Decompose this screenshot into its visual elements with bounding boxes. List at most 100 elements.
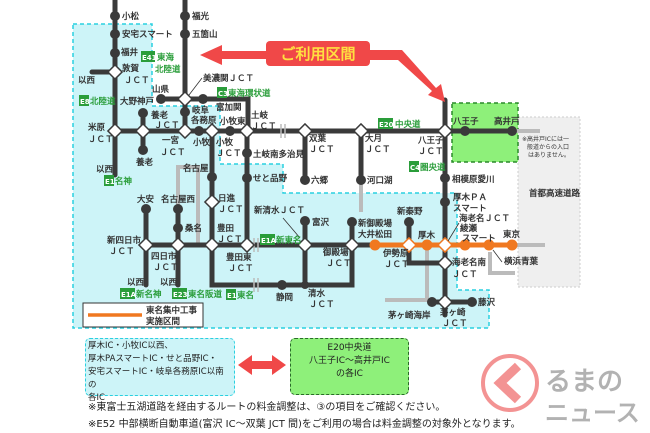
label-komaki: 小牧: [192, 137, 211, 148]
label-oimatsuda: 大井松田: [358, 229, 392, 240]
badge-e1a: E1A: [261, 237, 277, 245]
shutoko-area: [517, 116, 581, 288]
label-onokobe: 大野神戸: [120, 96, 155, 107]
label-komakihigashi: 小牧東: [219, 116, 246, 127]
label-ebinaminami: 海老名南: [452, 257, 487, 268]
label-tomikaseki: 富加関: [216, 102, 242, 113]
label-isei-1: 以西: [78, 76, 96, 86]
label-ebinaminami-jct: ＪＣＴ: [452, 269, 478, 280]
label-yokkaichi-jct: ＪＣＴ: [153, 262, 179, 273]
label-tomizawa: 富沢: [312, 217, 330, 228]
label-shinyokkaichi: 新四日市: [107, 235, 142, 246]
label-yokohama: 横浜青葉: [503, 256, 539, 267]
double-arrow-icon: [238, 355, 286, 375]
label-tokiminami: 土岐南多治見: [253, 149, 305, 160]
label-tokyo: 東京: [503, 229, 521, 240]
label-yoro-jct-2: ＪＣＴ: [154, 120, 180, 131]
label-atsugipa: 厚木ＰＡ: [453, 192, 487, 203]
left-box-line: 厚木IC・小牧IC以西、: [88, 341, 173, 351]
route-badges: E41 東海 北陸道 E8 北陸道 C3 東海環状道 E1 名神 E1A 新東名…: [79, 51, 446, 301]
badge-e1-2: E1: [227, 292, 237, 300]
callout-label: ご利用区間: [280, 45, 355, 63]
right-box-line: E20中央道: [327, 343, 372, 353]
label-shimizu-jct: ＪＣＴ: [309, 299, 335, 310]
label-shinyokkaichi-jct: ＪＣＴ: [109, 246, 135, 257]
label-nisshin: 日進: [218, 193, 236, 204]
legend-label-2: 実施区間: [146, 316, 180, 327]
label-ichinomiya-jct: ＪＣＴ: [160, 147, 186, 158]
label-toki: 土岐: [251, 110, 269, 121]
route-name-c4: 圏央道: [420, 162, 446, 173]
label-hachioji: 八王子: [452, 117, 479, 127]
label-toyotahigashi-jct: ＪＣＴ: [228, 263, 254, 274]
label-toyota: 豊田: [217, 223, 234, 234]
label-otsuki: 大月: [365, 133, 382, 144]
route-name-e41-2: 北陸道: [155, 64, 181, 75]
label-maibara: 米原: [88, 122, 106, 133]
label-yokkaichi: 四日市: [151, 251, 177, 262]
label-toyota-jct: ＪＣＴ: [217, 234, 243, 245]
label-nagoya: 名古屋: [183, 163, 209, 174]
label-komaki-jct-2: ＪＣＴ: [216, 148, 242, 159]
badge-e23: E23: [173, 291, 188, 299]
label-kawaguchiko: 河口湖: [367, 175, 393, 186]
left-box-line: 各IC: [88, 393, 105, 403]
leader-lines: [188, 77, 503, 263]
label-rokugo: 六郷: [311, 175, 329, 186]
route-name-e1-2: 東名: [237, 290, 254, 301]
badge-e8: E8: [80, 98, 90, 106]
label-ichinomiya: 一宮: [162, 135, 180, 146]
label-nisshin-jct: ＪＣＴ: [218, 204, 244, 215]
kuruma-news-logo: るまの ニュース: [481, 354, 640, 427]
label-tsuruga: 敦賀: [122, 63, 140, 74]
badge-e41: E41: [142, 54, 157, 62]
badge-e1: E1: [105, 178, 115, 186]
label-minoseki: 美濃関ＪＣＴ: [203, 73, 254, 84]
logo-text-2: ニュース: [545, 399, 640, 427]
label-komaki-jct: 小牧: [215, 137, 234, 148]
badge-e1a-2: E1A: [121, 291, 137, 299]
left-box-line: 厚木PAスマートIC・せと品野IC・: [88, 354, 218, 364]
route-name-e1: 名神: [115, 176, 133, 187]
label-fujisawa: 藤沢: [477, 297, 496, 308]
label-maibara-jct: ＪＣＴ: [88, 134, 114, 145]
note-1: ※東富士五湖道路を経由するルートの料金調整は、③の項目をご確認ください。: [88, 402, 446, 413]
label-gotemba-jct: ＪＣＴ: [326, 258, 352, 269]
label-fukumitsu: 福光: [191, 11, 210, 22]
label-ayase: 綾瀬: [460, 223, 478, 234]
route-name-e8: 北陸道: [90, 96, 116, 107]
label-ebina-jct: 海老名ＪＣＴ: [459, 213, 510, 224]
right-box-line: の各IC: [336, 369, 363, 379]
takaido-note-1: ※高井戸ICには一: [522, 135, 569, 143]
label-yamagata: 山県: [152, 84, 170, 95]
label-kuwana: 桑名: [184, 223, 202, 234]
label-nagoyanishi: 名古屋西: [161, 194, 196, 205]
label-isehara: 伊勢原: [382, 248, 409, 259]
label-shimizu: 清水: [308, 288, 326, 299]
legend: 東名集中工事 実施区間: [82, 302, 204, 328]
label-yoro: 養老: [135, 157, 154, 168]
label-hachioji-jct-2: ＪＣＴ: [418, 146, 444, 157]
label-chigasaki-jct: ＪＣＴ: [442, 318, 468, 329]
label-ataka: 安宅スマート: [122, 29, 173, 40]
badge-c3: C3: [218, 90, 228, 98]
route-name-c3: 東海環状道: [228, 88, 271, 99]
route-name-e1a: 新東名: [276, 235, 302, 246]
usage-section-callout: ご利用区間: [200, 41, 445, 102]
label-toyotahigashi: 豊田東: [226, 252, 252, 263]
label-fukui: 福井: [120, 47, 139, 58]
route-name-e20: 中央道: [395, 119, 421, 130]
label-chigasaki: 茅ヶ崎: [439, 307, 466, 318]
route-name-e1a-2: 新名神: [136, 289, 162, 300]
label-takaido: 高井戸: [494, 116, 520, 127]
takaido-note-3: はありません。: [528, 152, 570, 159]
legend-label-1: 東名集中工事: [146, 305, 198, 316]
label-ayase-smart: スマート: [462, 234, 496, 244]
label-gifu: 岐阜: [192, 105, 210, 116]
applicable-ic-box-right: E20中央道 八王子IC～高井戸IC の各IC: [290, 338, 409, 395]
label-atsugi: 厚木: [418, 230, 436, 241]
label-chigasakikaigan: 茅ヶ崎海岸: [387, 310, 431, 321]
applicable-ic-box-left: 厚木IC・小牧IC以西、 厚木PAスマートIC・せと品野IC・ 安宅スマートIC…: [85, 338, 235, 403]
badge-c4: C4: [410, 164, 420, 172]
logo-text-1: るまの: [545, 367, 623, 397]
